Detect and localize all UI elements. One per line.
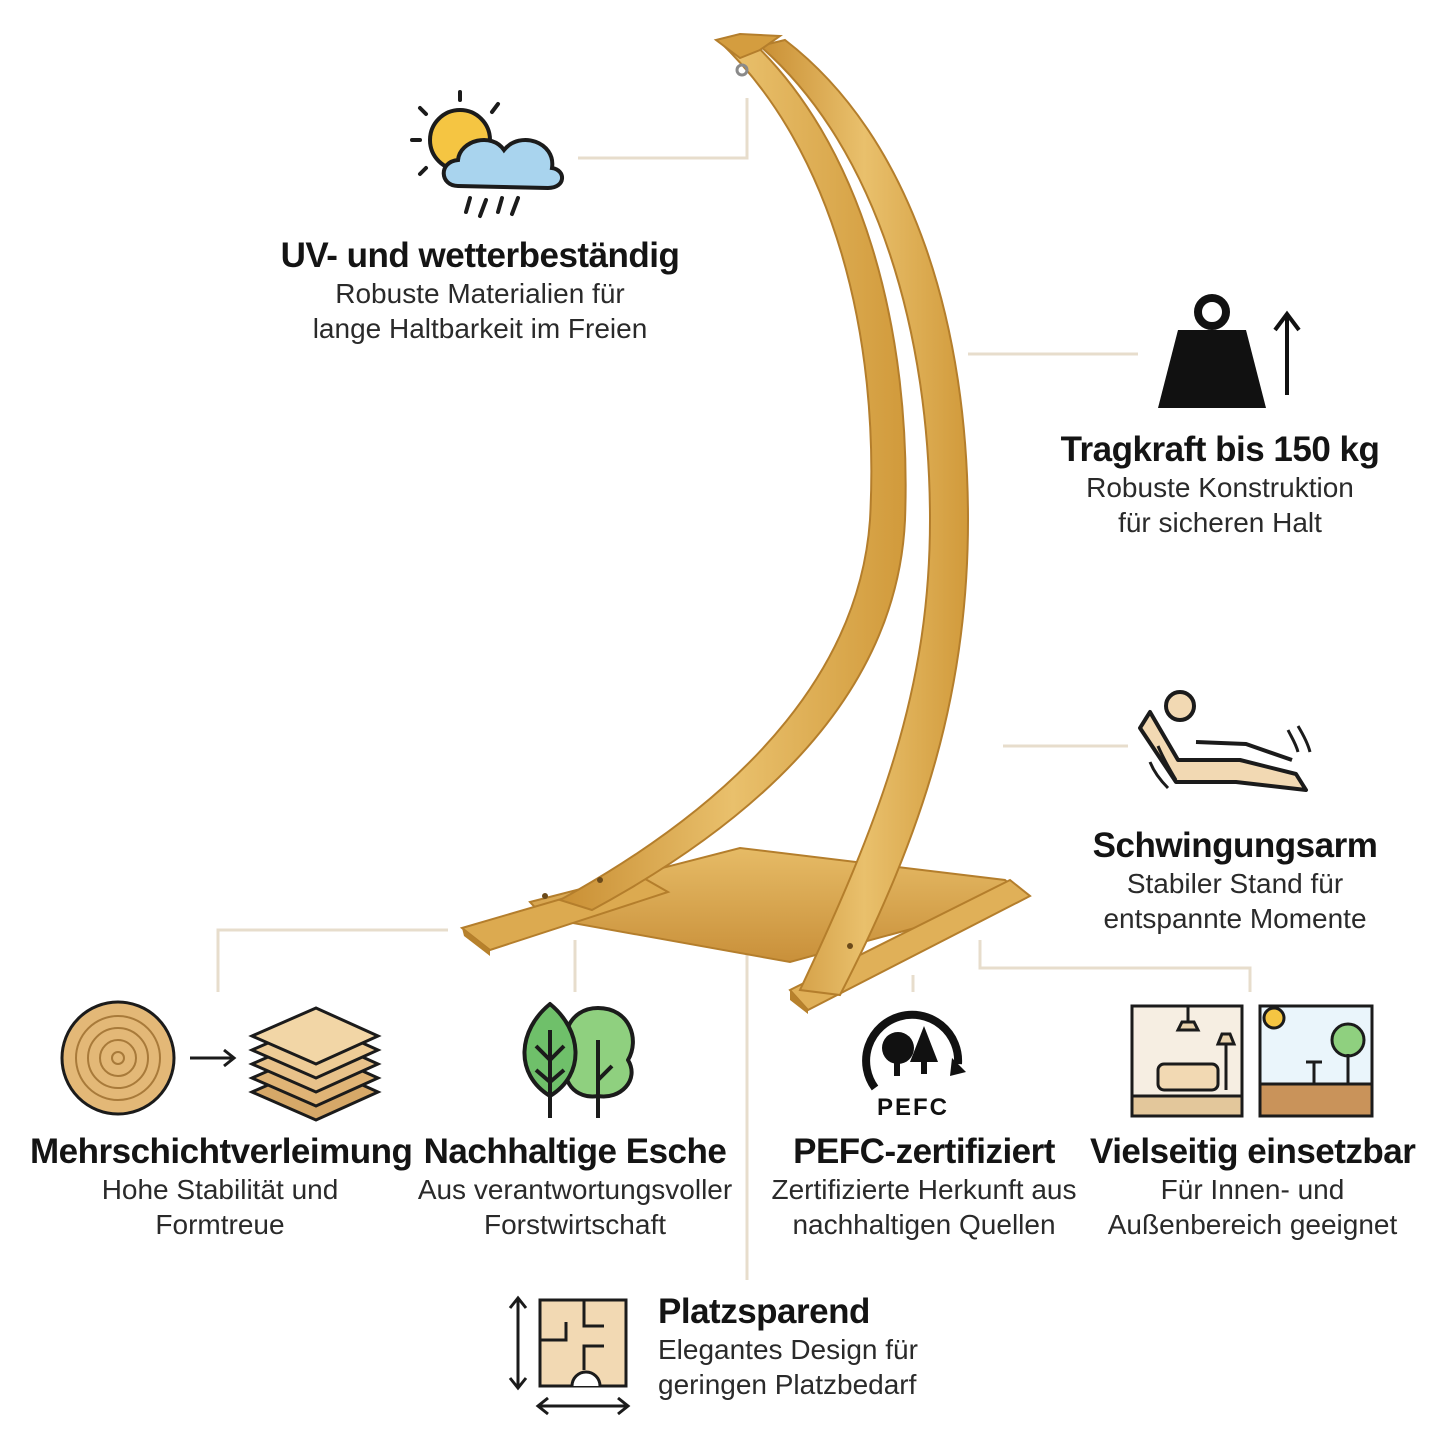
feature-desc-line1: Elegantes Design für (658, 1334, 918, 1365)
feature-title: Vielseitig einsetzbar (1090, 1132, 1416, 1171)
feature-title: UV- und wetterbeständig (280, 236, 680, 275)
feature-desc-line1: Robuste Materialien für (335, 278, 625, 309)
feature-desc-line2: Außenbereich geeignet (1107, 1209, 1398, 1240)
trees-icon (522, 1002, 635, 1118)
feature-title: PEFC-zertifiziert (793, 1132, 1055, 1171)
indoor-outdoor-icon (1130, 1004, 1374, 1118)
feature-desc-line2: für sicheren Halt (1118, 507, 1322, 538)
feature-desc-line2: Forstwirtschaft (483, 1209, 667, 1240)
floorplan-icon (508, 1295, 631, 1416)
feature-ash: Nachhaltige Esche Aus verantwortungsvoll… (405, 1132, 745, 1242)
feature-desc-line2: geringen Platzbedarf (658, 1369, 917, 1400)
feature-desc-line2: lange Haltbarkeit im Freien (312, 313, 648, 344)
feature-space: Platzsparend Elegantes Design für gering… (658, 1292, 978, 1402)
sun-cloud-rain-icon (410, 90, 564, 218)
feature-desc-line1: Zertifizierte Herkunft aus (771, 1174, 1077, 1205)
feature-swing: Schwingungsarm Stabiler Stand für entspa… (1070, 826, 1400, 936)
feature-title: Schwingungsarm (1092, 826, 1378, 865)
feature-title: Mehrschichtverleimung (30, 1132, 413, 1171)
feature-weather: UV- und wetterbeständig Robuste Material… (270, 236, 690, 346)
feature-pefc: PEFC-zertifiziert Zertifizierte Herkunft… (752, 1132, 1096, 1242)
feature-load: Tragkraft bis 150 kg Robuste Konstruktio… (1050, 430, 1390, 540)
feature-desc-line2: Formtreue (155, 1209, 285, 1240)
reclining-person-icon (1138, 690, 1312, 792)
weight-arrow-up-icon (1158, 294, 1301, 408)
feature-laminate: Mehrschichtverleimung Hohe Stabilität un… (30, 1132, 413, 1242)
feature-desc-line2: nachhaltigen Quellen (792, 1209, 1056, 1240)
feature-desc-line1: Stabiler Stand für (1126, 868, 1344, 899)
feature-desc-line1: Für Innen- und (1160, 1174, 1345, 1205)
feature-versatile: Vielseitig einsetzbar Für Innen- und Auß… (1090, 1132, 1416, 1242)
log-to-layers-icon (60, 1000, 382, 1122)
feature-title: Nachhaltige Esche (423, 1132, 727, 1171)
pefc-logo-text: PEFC (876, 1094, 949, 1121)
hammock-chair-stand (459, 32, 1032, 1014)
feature-desc-line1: Robuste Konstruktion (1086, 472, 1354, 503)
feature-desc-line1: Hohe Stabilität und (101, 1174, 339, 1205)
feature-desc-line2: entspannte Momente (1103, 903, 1367, 934)
feature-title: Tragkraft bis 150 kg (1060, 430, 1380, 469)
feature-desc-line1: Aus verantwortungsvoller (417, 1174, 733, 1205)
feature-title: Platzsparend (658, 1292, 870, 1331)
pefc-logo (862, 1010, 966, 1091)
